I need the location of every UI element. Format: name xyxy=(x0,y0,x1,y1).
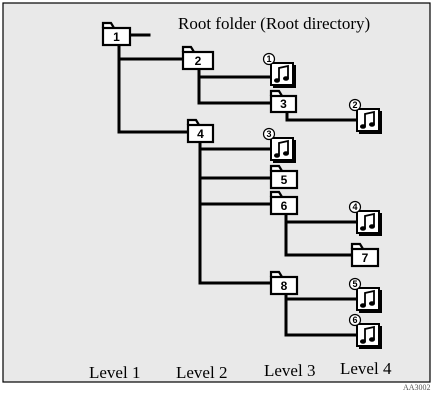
music-file-icon xyxy=(270,62,296,88)
file-number-badge xyxy=(262,52,276,66)
figure-code: AA3002 xyxy=(403,383,431,392)
folder-2: 2 xyxy=(181,45,215,71)
tree-connectors xyxy=(117,33,359,337)
folder-5: 5 xyxy=(269,164,299,190)
folder-number: 8 xyxy=(281,279,288,293)
music-file-2: 2 xyxy=(348,98,382,134)
music-file-1: 1 xyxy=(262,52,296,88)
folder-number: 1 xyxy=(113,30,120,44)
file-number-badge xyxy=(348,98,362,112)
file-number: 5 xyxy=(352,279,357,289)
folder-number: 6 xyxy=(281,199,288,213)
file-number: 3 xyxy=(266,129,271,139)
folder-3: 3 xyxy=(269,89,298,114)
folder-number: 2 xyxy=(195,54,202,68)
music-file-6: 6 xyxy=(348,313,382,349)
file-number-badge xyxy=(348,313,362,327)
level-label-4: Level 4 xyxy=(340,359,392,378)
level-label-2: Level 2 xyxy=(176,363,227,382)
folder-1: 1 xyxy=(101,21,132,47)
music-file-icon xyxy=(356,287,382,313)
folder-6: 6 xyxy=(269,190,299,216)
music-file-icon xyxy=(356,323,382,349)
file-number-badge xyxy=(262,127,276,141)
folder-number: 5 xyxy=(281,173,288,187)
file-number: 4 xyxy=(352,202,357,212)
folder-4: 4 xyxy=(186,118,215,144)
folder-number: 4 xyxy=(197,127,204,141)
level-label-3: Level 3 xyxy=(264,361,315,380)
music-file-5: 5 xyxy=(348,277,382,313)
file-number-badge xyxy=(348,277,362,291)
file-number-badge xyxy=(348,200,362,214)
file-number: 2 xyxy=(352,100,357,110)
folder-number: 7 xyxy=(362,251,369,265)
folder-8: 8 xyxy=(269,270,299,296)
file-number: 6 xyxy=(352,315,357,325)
music-file-4: 4 xyxy=(348,200,382,236)
music-file-3: 3 xyxy=(262,127,296,163)
file-number: 1 xyxy=(266,54,271,64)
diagram-title: Root folder (Root directory) xyxy=(178,14,370,33)
music-file-icon xyxy=(356,108,382,134)
level-label-1: Level 1 xyxy=(89,363,140,382)
music-file-icon xyxy=(270,137,296,163)
music-file-icon xyxy=(356,210,382,236)
folder-7: 7 xyxy=(350,242,380,268)
folder-number: 3 xyxy=(280,97,287,111)
